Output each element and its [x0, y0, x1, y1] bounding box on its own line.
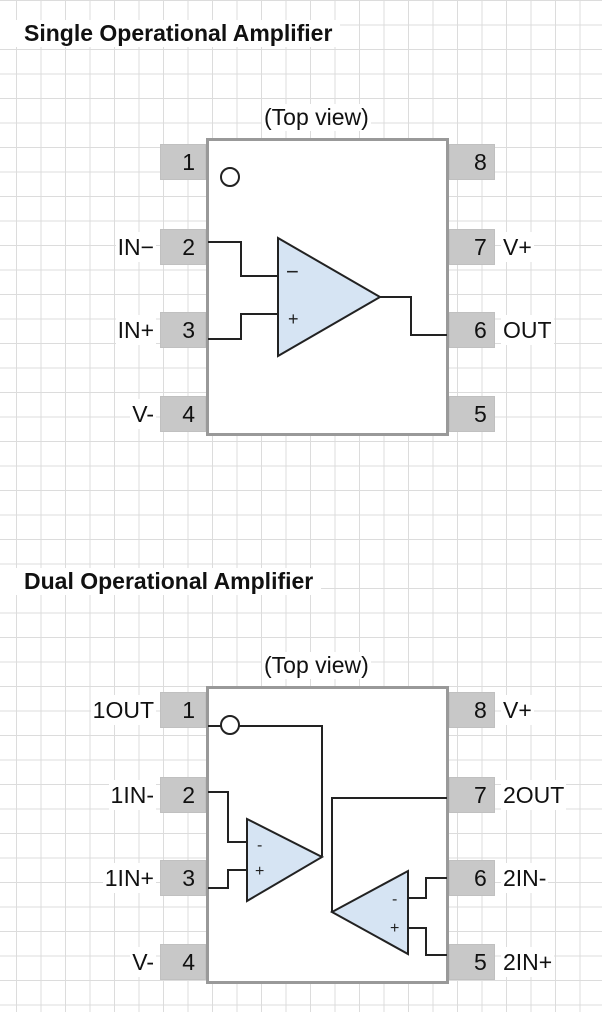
dual-pin-5-label: 2IN+ — [501, 947, 555, 977]
dual-amp2-minus: - — [392, 891, 397, 908]
single-title: Single Operational Amplifier — [0, 20, 341, 47]
single-pin-7-label: V+ — [501, 232, 534, 262]
dual-pin-8-label: V+ — [501, 695, 534, 725]
single-pin-4-label: V- — [130, 399, 156, 429]
single-pin-6-label: OUT — [501, 315, 554, 345]
single-opamp-symbol — [277, 236, 382, 358]
dual-amp2-inverting-input-wire — [408, 877, 447, 899]
single-pin-3-label: IN+ — [115, 315, 156, 345]
dual-pin-6: 6 — [449, 860, 495, 896]
dual-amp1-noninverting-input-wire — [208, 869, 247, 889]
dual-pin-6-label: 2IN- — [501, 863, 549, 893]
single-pin-7: 7 — [449, 229, 495, 265]
single-noninverting-input-wire — [208, 313, 278, 340]
single-opamp-plus: + — [288, 309, 299, 329]
single-pin-2: 2 — [160, 229, 206, 265]
single-output-wire — [380, 296, 447, 336]
dual-top-view-label: (Top view) — [262, 652, 371, 679]
dual-amp1-plus: + — [255, 863, 264, 880]
dual-pin1-marker-icon — [220, 715, 240, 735]
dual-amp2-plus: + — [390, 920, 399, 937]
dual-amp2-symbol — [329, 869, 409, 956]
dual-amp1-minus: - — [257, 837, 262, 854]
dual-amp1-output-wire — [208, 725, 323, 856]
single-opamp-minus: − — [286, 259, 299, 284]
single-pin-8: 8 — [449, 144, 495, 180]
single-pin-6: 6 — [449, 312, 495, 348]
dual-pin-4-label: V- — [130, 947, 156, 977]
dual-amp2-output-wire — [331, 797, 447, 912]
dual-pin-1-label: 1OUT — [90, 695, 156, 725]
dual-amp1-symbol — [246, 817, 325, 903]
dual-pin-1: 1 — [160, 692, 206, 728]
dual-pin-3: 3 — [160, 860, 206, 896]
dual-amp1-inverting-input-wire — [208, 791, 247, 843]
dual-title: Dual Operational Amplifier — [0, 568, 322, 595]
single-pin1-marker-icon — [220, 167, 240, 187]
single-top-view-label: (Top view) — [262, 104, 371, 131]
dual-pin-2: 2 — [160, 777, 206, 813]
single-pin-3: 3 — [160, 312, 206, 348]
dual-pin-7: 7 — [449, 777, 495, 813]
dual-pin-3-label: 1IN+ — [102, 863, 156, 893]
single-pin-5: 5 — [449, 396, 495, 432]
single-inverting-input-wire — [208, 241, 278, 277]
single-pin-2-label: IN− — [115, 232, 156, 262]
dual-pin-2-label: 1IN- — [108, 780, 156, 810]
dual-amp2-noninverting-input-wire — [408, 927, 447, 956]
dual-pin-4: 4 — [160, 944, 206, 980]
dual-pin-7-label: 2OUT — [501, 780, 567, 810]
single-pin-1: 1 — [160, 144, 206, 180]
dual-pin-8: 8 — [449, 692, 495, 728]
single-pin-4: 4 — [160, 396, 206, 432]
dual-pin-5: 5 — [449, 944, 495, 980]
